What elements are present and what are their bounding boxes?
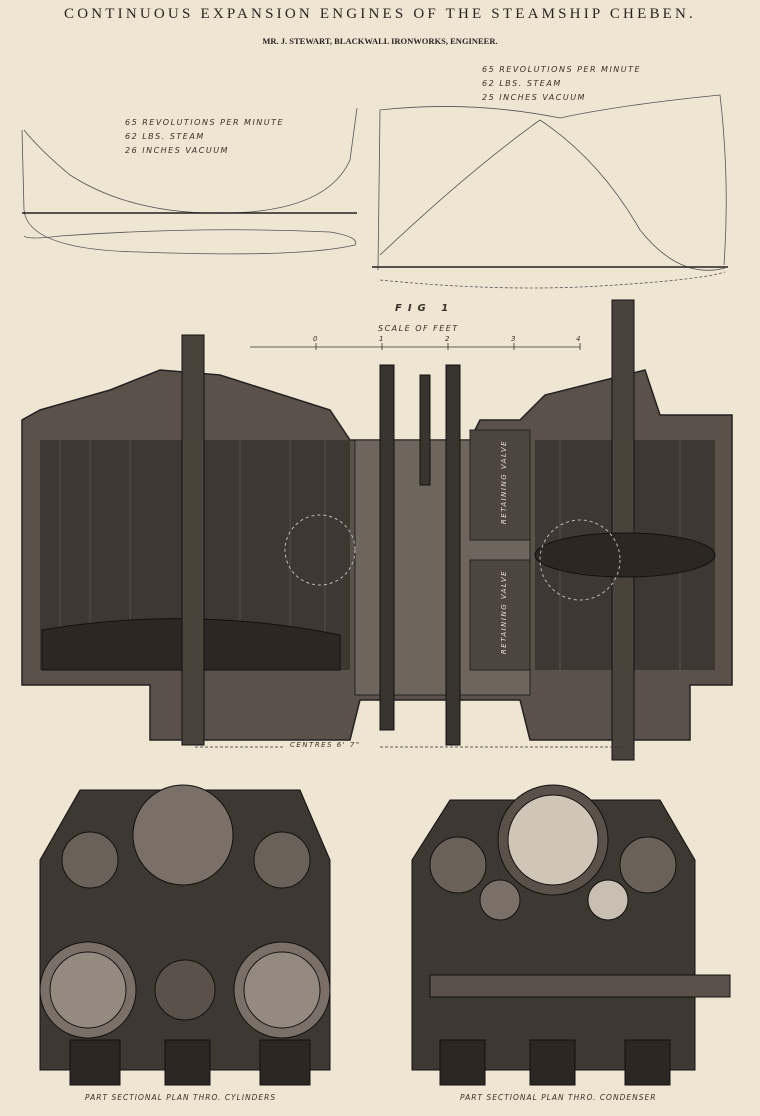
- indicator-right-line1: 65 REVOLUTIONS PER MINUTE: [482, 65, 642, 74]
- scale-bar: [250, 343, 581, 350]
- plan-through-condenser: [411, 784, 731, 1086]
- scale-title: SCALE OF FEET: [378, 324, 459, 333]
- indicator-left-line1: 65 REVOLUTIONS PER MINUTE: [125, 118, 285, 127]
- figure-label: FIG 1: [395, 303, 455, 314]
- retaining-valve-label-lower: RETAINING VALVE: [500, 569, 509, 655]
- plan-through-cylinders: [39, 784, 331, 1086]
- plate-subtitle: MR. J. STEWART, BLACKWALL IRONWORKS, ENG…: [262, 36, 498, 46]
- centres-label: CENTRES 6' 7": [290, 741, 361, 749]
- scale-tick-0: 0: [313, 335, 319, 343]
- indicator-left-line2: 62 LBS. STEAM: [125, 132, 205, 141]
- plate-title: CONTINUOUS EXPANSION ENGINES OF THE STEA…: [64, 6, 696, 22]
- indicator-diagram-right: [372, 94, 728, 289]
- scale-tick-1: 1: [379, 335, 385, 343]
- indicator-left-line3: 26 INCHES VACUUM: [125, 146, 229, 155]
- caption-right: PART SECTIONAL PLAN THRO. CONDENSER: [460, 1093, 657, 1102]
- scale-tick-4: 4: [576, 335, 582, 343]
- retaining-valve-label-upper: RETAINING VALVE: [500, 439, 509, 525]
- scale-tick-2: 2: [445, 335, 451, 343]
- caption-left: PART SECTIONAL PLAN THRO. CYLINDERS: [85, 1093, 277, 1102]
- indicator-diagram-left: [21, 107, 358, 255]
- scale-tick-3: 3: [511, 335, 517, 343]
- indicator-right-line3: 25 INCHES VACUUM: [482, 93, 586, 102]
- indicator-right-line2: 62 LBS. STEAM: [482, 79, 562, 88]
- fig1-cross-section: [21, 299, 733, 761]
